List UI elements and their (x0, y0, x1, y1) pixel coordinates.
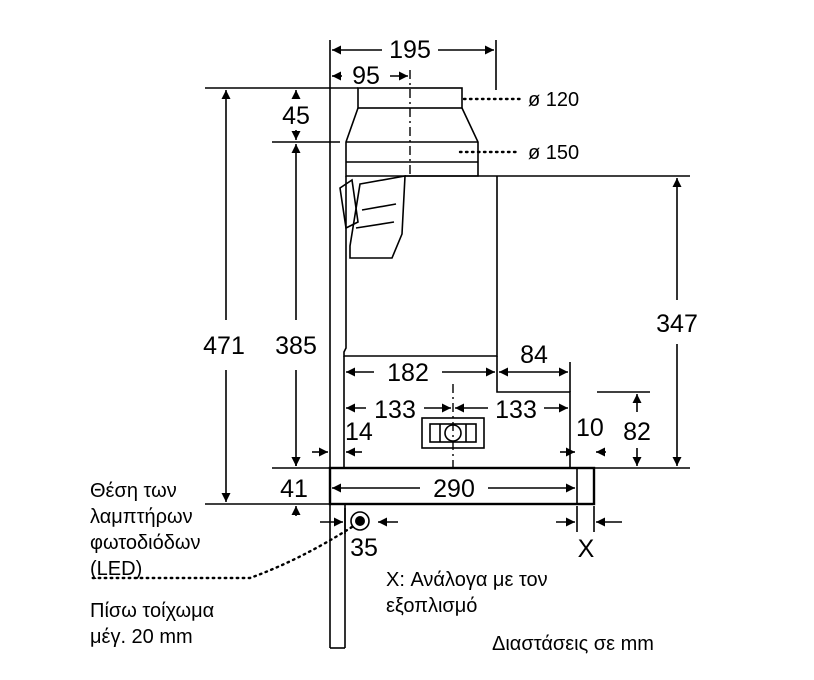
duct-diameter-120: ø 120 (528, 89, 579, 111)
dim-195: 195 (389, 36, 431, 64)
dim-471: 471 (203, 332, 245, 360)
wall-label-line1: Πίσω τοίχωμα (90, 600, 214, 622)
dim-x: X (578, 535, 595, 563)
dim-35: 35 (350, 534, 378, 562)
x-note-line2: εξοπλισμό (386, 595, 477, 617)
dim-14: 14 (345, 418, 373, 446)
x-note-line1: X: Ανάλογα με τον (386, 569, 548, 591)
dim-133-right: 133 (495, 396, 537, 424)
dim-347: 347 (656, 310, 698, 338)
duct-diameter-150: ø 150 (528, 142, 579, 164)
centre-lines (409, 70, 454, 468)
led-label-line4: (LED) (90, 558, 142, 580)
dim-290: 290 (433, 475, 475, 503)
dim-385: 385 (275, 332, 317, 360)
led-lamp-marker (350, 511, 370, 531)
units-label: Διαστάσεις σε mm (492, 633, 654, 655)
dim-133-left: 133 (374, 396, 416, 424)
led-label-line3: φωτοδιόδων (90, 532, 201, 554)
dim-182: 182 (387, 359, 429, 387)
leader-lines (90, 97, 522, 580)
led-label-line2: λαμπτήρων (90, 506, 193, 528)
dim-41: 41 (280, 475, 308, 503)
dim-84: 84 (520, 341, 548, 369)
led-label-line1: Θέση των (90, 480, 177, 502)
wall (329, 40, 346, 649)
dim-82: 82 (623, 418, 651, 446)
dim-45: 45 (282, 102, 310, 130)
dim-10: 10 (576, 414, 604, 442)
dim-95: 95 (352, 62, 380, 90)
wall-label-line2: μέγ. 20 mm (90, 626, 193, 648)
dimension-lines (205, 40, 690, 534)
